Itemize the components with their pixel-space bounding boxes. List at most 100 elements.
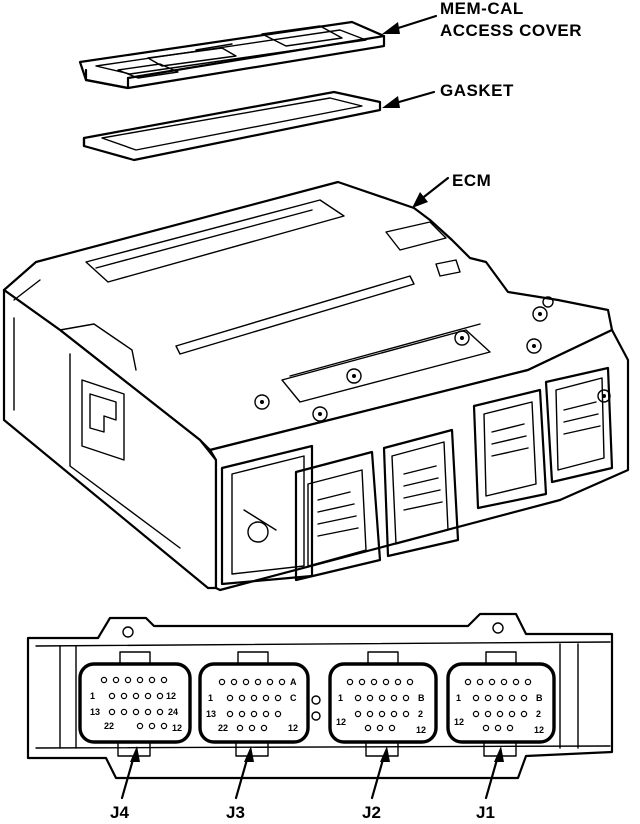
connector-pin: [520, 710, 528, 718]
callout-arrows: [382, 14, 450, 208]
connector-pin: [366, 694, 374, 702]
connector-pin: [266, 678, 274, 686]
connector-pin: [136, 722, 144, 730]
connector-pin: [476, 678, 484, 686]
j4-pin-label: 13: [90, 707, 100, 717]
j4-pin-label: 12: [166, 691, 176, 701]
connector-pin: [132, 708, 140, 716]
access-cover-label: ACCESS COVER: [440, 21, 582, 40]
connector-pin: [250, 710, 258, 718]
connector-pin: [370, 678, 378, 686]
connector-pin: [156, 692, 164, 700]
connector-pin: [376, 724, 384, 732]
connector-pin: [388, 724, 396, 732]
connector-pin: [402, 694, 410, 702]
j3-pin-label: 1: [208, 693, 213, 703]
connector-pin: [230, 678, 238, 686]
connector-pin: [136, 676, 144, 684]
connector-pin: [506, 724, 514, 732]
j3-pin-label: 13: [206, 709, 216, 719]
connector-pin: [108, 692, 116, 700]
j1-pin-label: 2: [536, 709, 541, 719]
connector-pin: [358, 678, 366, 686]
connector-pin: [160, 722, 168, 730]
connector-pin: [484, 710, 492, 718]
connector-j2: 1 12 B 2 12: [328, 651, 438, 757]
connector-pin: [274, 710, 282, 718]
connector-pin: [160, 676, 168, 684]
connector-pin: [236, 724, 244, 732]
connector-pin: [148, 722, 156, 730]
j2-pin-label: B: [418, 693, 425, 703]
connector-pin: [508, 710, 516, 718]
j1-pin-label: 12: [534, 725, 544, 735]
connector-pin: [482, 724, 490, 732]
screw-heads: [254, 296, 611, 422]
connector-pin: [364, 724, 372, 732]
j4-pin-label: 1: [90, 691, 95, 701]
j2-pin-label: 2: [418, 709, 423, 719]
ecm-module: [2, 180, 630, 592]
j1-pin-label: 12: [454, 717, 464, 727]
connector-pin: [472, 694, 480, 702]
connector-pin: [260, 724, 268, 732]
connector-pin: [472, 710, 480, 718]
j2-pin-label: 12: [416, 725, 426, 735]
j2-pin-label: 12: [336, 717, 346, 727]
connector-pin: [366, 710, 374, 718]
connector-pin: [120, 708, 128, 716]
connector-label-j3: J3: [226, 803, 245, 822]
connector-pin: [120, 692, 128, 700]
connector-pin: [508, 694, 516, 702]
j2-pin-label: 1: [338, 693, 343, 703]
connector-pin: [218, 678, 226, 686]
connector-pin: [520, 694, 528, 702]
connector-pin: [100, 676, 108, 684]
connector-pin: [262, 694, 270, 702]
mem-cal-label: MEM-CAL: [440, 0, 524, 18]
j1-pin-label: B: [536, 693, 543, 703]
connector-pin: [148, 676, 156, 684]
connector-j4: 1 12 13 22 24 12: [78, 651, 192, 757]
ecm-front-connectors: [220, 366, 614, 586]
j3-pin-label: 12: [288, 723, 298, 733]
connector-pin: [382, 678, 390, 686]
connector-pin: [464, 678, 472, 686]
connector-pin: [496, 694, 504, 702]
connector-pin: [274, 694, 282, 702]
connector-pin: [496, 710, 504, 718]
connector-pin: [402, 710, 410, 718]
ecm-label: ECM: [452, 171, 491, 190]
connector-pin: [132, 692, 140, 700]
connector-leaders: [120, 746, 504, 800]
connector-pin: [156, 708, 164, 716]
connector-pin: [262, 710, 270, 718]
connector-pin: [346, 678, 354, 686]
connector-pin: [354, 710, 362, 718]
j3-pin-label: 22: [218, 723, 228, 733]
j3-pin-label: C: [290, 693, 297, 703]
connector-pin: [112, 676, 120, 684]
connector-pin: [378, 694, 386, 702]
connector-label-j1: J1: [476, 803, 495, 822]
connector-pin: [406, 678, 414, 686]
connector-pin: [512, 678, 520, 686]
connector-pin: [124, 676, 132, 684]
connector-pin: [484, 694, 492, 702]
connector-pin: [242, 678, 250, 686]
connector-pin: [378, 710, 386, 718]
j4-pin-label: 12: [172, 723, 182, 733]
gasket: [82, 90, 382, 162]
connector-pin: [226, 710, 234, 718]
connector-pin: [144, 708, 152, 716]
connector-pin: [108, 708, 116, 716]
connector-pin: [248, 724, 256, 732]
connector-pin: [238, 710, 246, 718]
j3-pin-label: A: [290, 677, 297, 687]
connector-pin: [494, 724, 502, 732]
j4-pin-label: 22: [104, 721, 114, 731]
mem-cal-access-cover: [78, 20, 386, 90]
connector-pin: [488, 678, 496, 686]
connector-label-j4: J4: [110, 803, 129, 822]
